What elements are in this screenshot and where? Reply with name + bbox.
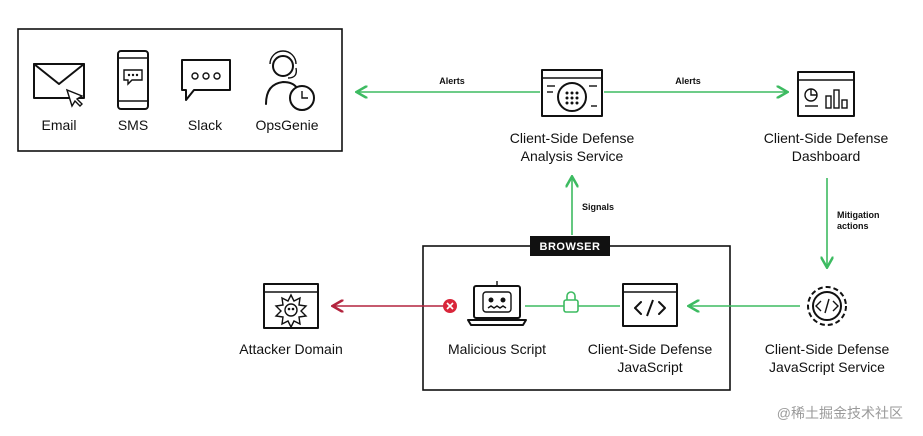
channel-label-sms: SMS	[118, 117, 148, 133]
code-window-icon	[622, 283, 678, 327]
analysis-service-label-line1: Client-Side Defense	[510, 130, 635, 146]
operator-clock-icon	[265, 50, 315, 111]
dashboard-chart-icon	[797, 71, 855, 117]
malicious-laptop-icon	[467, 281, 527, 326]
channel-label-slack: Slack	[188, 117, 223, 133]
js-service-label-line1: Client-Side Defense	[765, 341, 890, 357]
browser-badge-text: BROWSER	[540, 241, 601, 253]
analysis-service-label-line2: Analysis Service	[521, 148, 624, 164]
csd-javascript-label-line2: JavaScript	[617, 359, 682, 375]
edge-label-alerts-left: Alerts	[439, 76, 465, 86]
malicious-script-label: Malicious Script	[448, 341, 546, 357]
phone-sms-icon	[117, 50, 149, 110]
chat-bubble-icon	[181, 59, 231, 101]
channel-label-opsgenie: OpsGenie	[255, 117, 318, 133]
notification-channels-box	[17, 28, 343, 152]
browser-box	[422, 245, 731, 391]
dashboard-label-line1: Client-Side Defense	[764, 130, 889, 146]
csd-javascript-label-line1: Client-Side Defense	[588, 341, 713, 357]
dashboard-label-line2: Dashboard	[792, 148, 861, 164]
block-icon	[443, 299, 457, 313]
js-service-label-line2: JavaScript Service	[769, 359, 885, 375]
edge-label-mitigation-line1: Mitigation	[837, 210, 880, 220]
watermark: @稀土掘金技术社区	[777, 405, 903, 421]
channel-label-email: Email	[41, 117, 76, 133]
analysis-scan-icon	[541, 69, 603, 117]
browser-badge	[530, 236, 610, 256]
gear-code-icon	[807, 286, 847, 326]
lock-icon	[563, 291, 579, 313]
edge-label-mitigation-line2: actions	[837, 221, 869, 231]
edge-label-signals: Signals	[582, 202, 614, 212]
envelope-icon	[33, 63, 85, 108]
edge-label-alerts-right: Alerts	[675, 76, 701, 86]
attacker-domain-label: Attacker Domain	[239, 341, 342, 357]
skull-browser-icon	[263, 283, 319, 329]
